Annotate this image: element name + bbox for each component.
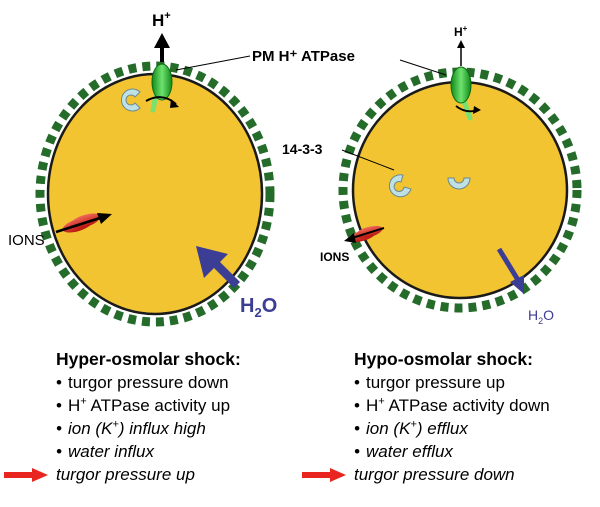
hyper-item-atpase-sup: + (80, 395, 87, 408)
hyper-result: turgor pressure up (4, 463, 241, 486)
protein-14-3-3-label: 14-3-3 (282, 141, 323, 157)
bullet: • (354, 419, 360, 438)
hyper-result-arrow-icon (4, 467, 48, 482)
left-water-label: H2O (240, 295, 277, 320)
hypo-item-turgor: • turgor pressure up (354, 371, 550, 394)
hypo-item-atpase: • H+ ATPase activity down (354, 394, 550, 417)
pm-atpase-label: PM H⁺ ATPase (252, 48, 355, 65)
left-ion-channel (55, 213, 112, 234)
hypo-item-ion-text-b: ) efflux (416, 419, 468, 438)
hypo-result-text: turgor pressure down (354, 465, 515, 484)
hyper-item-atpase-text-b: ATPase activity up (86, 396, 231, 415)
hypo-item-ion: • ion (K+) efflux (354, 417, 550, 440)
pm-atpase-leader-right (399, 59, 447, 76)
bullet: • (354, 396, 360, 415)
pm-atpase-leader-left (175, 55, 251, 71)
hypo-item-atpase-sup: + (378, 395, 385, 408)
hyper-item-ion-text-b: ) influx high (118, 419, 206, 438)
protein-14-3-3-leader (341, 149, 395, 171)
bullet: • (56, 373, 62, 392)
hypo-item-atpase-text-a: H (366, 396, 379, 415)
left-cell-wall (35, 61, 275, 327)
hypo-item-ion-sup: + (410, 418, 417, 431)
bullet: • (56, 442, 62, 461)
hyper-osmolar-title: Hyper-osmolar shock: (56, 349, 241, 369)
left-ions-label: IONS (8, 232, 45, 249)
hyper-item-water-text: water influx (68, 442, 154, 461)
hypo-osmolar-panel: Hypo-osmolar shock: •turgor pressure up … (302, 348, 550, 486)
right-proton-arrow (457, 40, 465, 66)
right-water-arrow (496, 247, 524, 294)
hyper-item-ion-text-a: ion (K (68, 419, 113, 438)
left-proton-label: H+ (152, 10, 171, 30)
bullet: • (56, 419, 62, 438)
hyper-item-atpase-text-a: H (68, 396, 81, 415)
hyper-item-atpase: • H+ ATPase activity up (56, 394, 241, 417)
right-14-3-3-free-2 (447, 177, 471, 190)
left-14-3-3-bound (121, 88, 141, 112)
right-atpase (450, 66, 473, 121)
hyper-result-text: turgor pressure up (56, 465, 195, 484)
right-ions-label: IONS (320, 250, 349, 264)
right-cell (338, 67, 582, 313)
right-14-3-3-free-1 (388, 174, 412, 198)
right-proton-label: H+ (454, 24, 468, 39)
hyper-item-turgor: • turgor pressure down (56, 371, 241, 394)
left-water-arrow (196, 246, 240, 288)
bullet: • (354, 373, 360, 392)
hypo-item-turgor-text: turgor pressure up (366, 373, 505, 392)
hyper-item-ion-sup: + (112, 418, 119, 431)
hyper-item-water: • water influx (56, 440, 241, 463)
right-ion-channel (344, 225, 385, 243)
hypo-item-ion-text-a: ion (K (366, 419, 411, 438)
bullet: • (354, 442, 360, 461)
hypo-result-arrow-icon (302, 467, 346, 482)
hyper-item-turgor-text: turgor pressure down (68, 373, 229, 392)
hyper-item-ion: • ion (K+) influx high (56, 417, 241, 440)
hyper-osmolar-panel: Hyper-osmolar shock: • turgor pressure do… (4, 348, 241, 486)
hypo-item-water-text: water efflux (366, 442, 453, 461)
hypo-item-atpase-text-b: ATPase activity down (384, 396, 550, 415)
hypo-osmolar-title: Hypo-osmolar shock: (354, 349, 533, 369)
hypo-result: turgor pressure down (302, 463, 550, 486)
left-proton-arrow (154, 33, 170, 62)
bullet: • (56, 396, 62, 415)
hypo-item-water: • water efflux (354, 440, 550, 463)
right-cell-body (351, 80, 569, 300)
right-water-label: H2O (528, 307, 554, 326)
